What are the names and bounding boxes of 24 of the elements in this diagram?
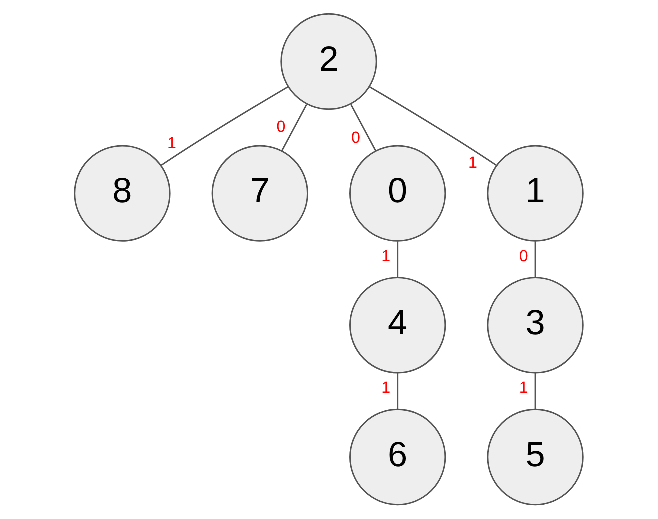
connector	[350, 104, 377, 152]
node-circle: 2	[280, 13, 378, 110]
node-circle: 0	[350, 145, 446, 242]
edge-label: 1	[519, 379, 528, 398]
node-circle: 4	[350, 277, 446, 374]
connector	[397, 373, 399, 410]
connector	[161, 86, 289, 166]
edge-label: 1	[468, 154, 478, 172]
connector	[397, 242, 399, 278]
connector	[281, 104, 308, 152]
node-circle: 3	[487, 277, 584, 374]
connector	[534, 373, 536, 410]
connector	[369, 86, 497, 166]
node-circle: 1	[487, 145, 584, 242]
connector	[534, 242, 536, 278]
node-circle: 5	[487, 408, 584, 506]
node-circle: 6	[350, 408, 446, 506]
edge-label: 0	[519, 247, 528, 266]
edge-label: 1	[382, 379, 391, 398]
edge-label: 0	[352, 128, 361, 147]
node-circle: 8	[74, 145, 171, 242]
node-circle: 7	[212, 145, 308, 242]
edge-label: 1	[382, 247, 391, 266]
edge-label: 0	[276, 118, 286, 136]
